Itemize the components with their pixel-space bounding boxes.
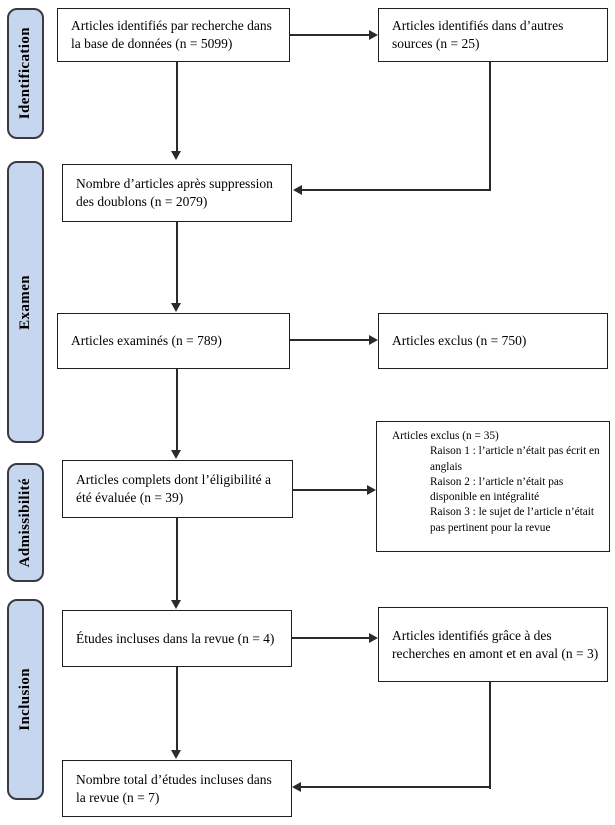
box-database-search-text: Articles identifiés par recherche dans l… [71,18,272,51]
exclusion-reason-3: Raison 3 : le sujet de l’article n’était… [430,506,595,534]
arrowhead-left-icon [293,185,302,195]
arrowhead-right-icon [369,30,378,40]
connector-database-to-other-sources-line [290,34,369,36]
connector-database-to-duplicates-line [176,62,178,152]
connector-fulltext-to-included-line [176,518,178,601]
box-excluded-screening-text: Articles exclus (n = 750) [392,333,527,349]
connector-snowball-elbow-vertical [489,682,491,789]
box-after-duplicates: Nombre d’articles après suppression des … [62,164,292,222]
arrowhead-down-icon [171,151,181,160]
arrowhead-down-icon [171,600,181,609]
connector-included-to-total-line [176,667,178,751]
box-after-duplicates-text: Nombre d’articles après suppression des … [76,176,273,209]
exclusion-reason-2: Raison 2 : l’article n’était pas disponi… [430,475,564,503]
stage-label-identification-text: Identification [17,27,33,120]
connector-snowball-elbow-horizontal [301,786,491,788]
connector-screened-to-excluded-line [290,339,369,341]
box-total-included-text: Nombre total d’études incluses dans la r… [76,771,272,805]
box-full-text-assessed-text: Articles complets dont l’éligibilité a é… [76,472,271,505]
arrowhead-down-icon [171,450,181,459]
box-excluded-screening: Articles exclus (n = 750) [378,313,608,369]
connector-other-sources-elbow-vertical [489,62,491,191]
connector-other-sources-elbow-horizontal [302,189,491,191]
box-excluded-full-text-title: Articles exclus (n = 35) [392,430,499,442]
exclusion-reason-1: Raison 1 : l’article n’était pas écrit e… [430,445,600,473]
box-other-sources-text: Articles identifiés dans d’autres source… [392,18,564,51]
exclusion-reasons-list: Raison 1 : l’article n’était pas écrit e… [430,444,605,536]
box-included-studies: Études incluses dans la revue (n = 4) [62,610,292,667]
arrowhead-down-icon [171,303,181,312]
connector-duplicates-to-screened-line [176,222,178,304]
box-database-search: Articles identifiés par recherche dans l… [57,8,290,62]
connector-screened-to-fulltext-line [176,369,178,451]
stage-label-inclusion: Inclusion [7,599,44,800]
arrowhead-right-icon [367,485,376,495]
box-screened: Articles examinés (n = 789) [57,313,290,369]
box-snowball-search: Articles identifiés grâce à des recherch… [378,607,608,682]
connector-included-to-snowball-line [292,637,369,639]
stage-label-identification: Identification [7,8,44,139]
box-full-text-assessed: Articles complets dont l’éligibilité a é… [62,460,293,518]
box-included-studies-text: Études incluses dans la revue (n = 4) [76,630,275,646]
stage-label-examen-text: Examen [17,274,33,330]
arrowhead-down-icon [171,750,181,759]
connector-fulltext-to-reasons-line [293,489,367,491]
box-snowball-search-text: Articles identifiés grâce à des recherch… [392,627,599,661]
box-excluded-full-text: Articles exclus (n = 35) Raison 1 : l’ar… [376,421,610,552]
arrowhead-right-icon [369,335,378,345]
arrowhead-right-icon [369,633,378,643]
arrowhead-left-icon [292,782,301,792]
stage-label-examen: Examen [7,161,44,443]
box-screened-text: Articles examinés (n = 789) [71,333,222,349]
stage-label-admissibilite-text: Admissibilité [17,477,33,568]
box-total-included: Nombre total d’études incluses dans la r… [62,760,292,817]
stage-label-admissibilite: Admissibilité [7,463,44,582]
stage-label-inclusion-text: Inclusion [17,668,33,731]
box-other-sources: Articles identifiés dans d’autres source… [378,8,608,62]
